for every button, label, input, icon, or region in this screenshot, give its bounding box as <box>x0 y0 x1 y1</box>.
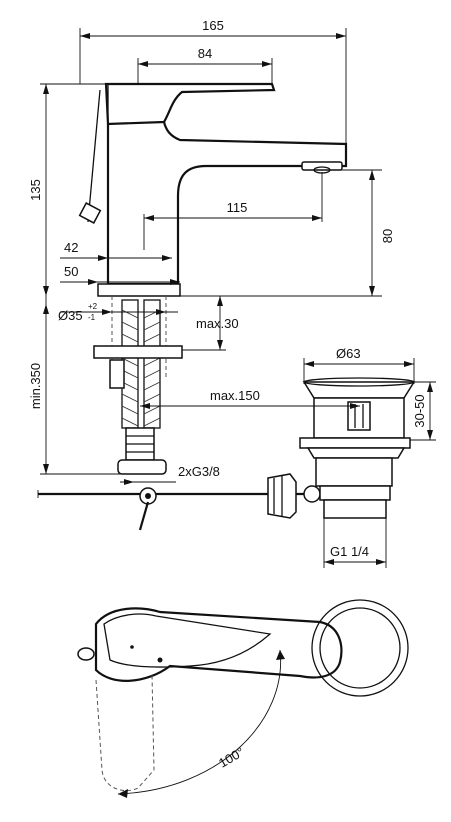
label-42: 42 <box>64 240 78 255</box>
rotation-arc <box>117 649 282 795</box>
label-waste-range: 30-50 <box>412 394 427 427</box>
supply-hoses <box>93 296 183 475</box>
label-height: 135 <box>28 179 43 201</box>
label-max-150: max.150 <box>210 388 260 403</box>
top-view-body <box>94 607 343 682</box>
popup-knob-top <box>77 647 95 661</box>
label-hole-diameter: Ø35 <box>58 308 83 323</box>
label-overall-width: 165 <box>202 18 224 33</box>
aerator <box>301 161 343 171</box>
label-waste-thread: G1 1/4 <box>330 544 369 559</box>
label-tolerance-minus: -1 <box>88 313 96 322</box>
label-connection: 2xG3/8 <box>178 464 220 479</box>
waste-nut <box>315 457 393 487</box>
base-flange <box>97 283 181 297</box>
waste-flange <box>299 437 411 449</box>
label-spout-height: 80 <box>380 229 395 243</box>
label-min-350: min.350 <box>28 363 43 409</box>
popup-rod-knob <box>78 202 102 224</box>
waste-assembly <box>299 377 416 519</box>
label-lever-width: 84 <box>198 46 212 61</box>
label-50: 50 <box>64 264 78 279</box>
mixer-body <box>106 121 348 286</box>
label-max-30: max.30 <box>196 316 239 331</box>
mixer-front-view <box>78 82 348 297</box>
label-spout-reach: 115 <box>227 200 248 215</box>
mixer-top-view <box>77 599 409 798</box>
waste-plug <box>347 401 371 431</box>
mounting-stud <box>109 359 125 389</box>
label-waste-diameter: Ø63 <box>336 346 361 361</box>
waste-thread <box>319 485 391 501</box>
label-tolerance-plus: +2 <box>88 302 98 311</box>
popup-linkage <box>37 473 321 531</box>
label-rotation-angle: 100° <box>216 744 247 770</box>
hose-nut <box>117 459 167 475</box>
lever-handle <box>104 82 276 126</box>
base-rosette <box>311 599 409 697</box>
lever-rotated-outline <box>95 673 155 792</box>
dimension-lines <box>40 28 436 568</box>
mounting-nut <box>93 345 183 359</box>
